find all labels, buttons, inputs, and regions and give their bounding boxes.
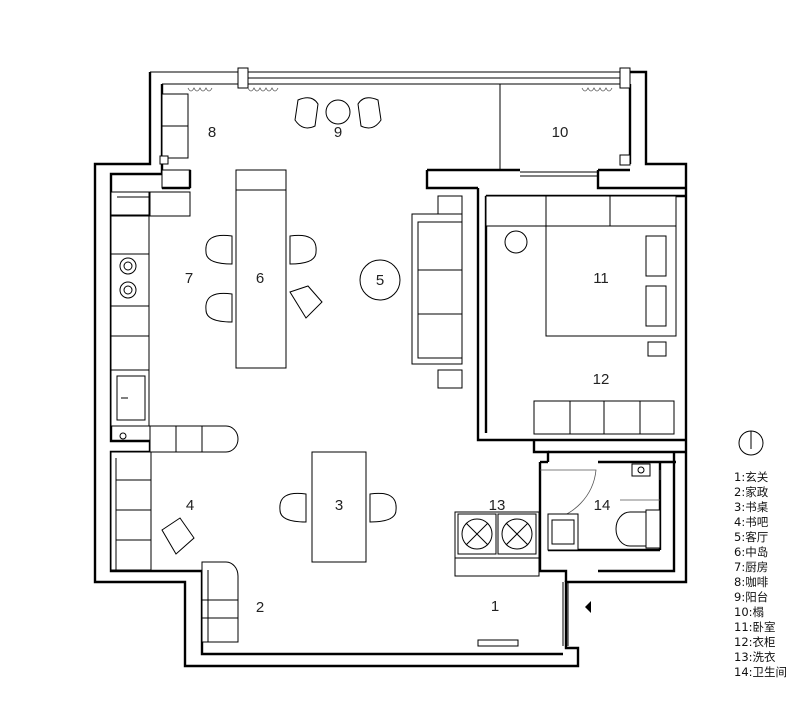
legend-item: 3:书桌 xyxy=(734,500,769,514)
laundry xyxy=(454,511,540,577)
room-number-6: 6 xyxy=(256,270,264,287)
legend: 1:玄关 2:家政 3:书桌 4:书吧 5:客厅 6:中岛 7:厨房 8:咖啡 … xyxy=(734,470,787,679)
legend-item: 5:客厅 xyxy=(734,530,768,544)
legend-item: 11:卧室 xyxy=(734,620,776,634)
room-number-12: 12 xyxy=(593,371,610,388)
kitchen xyxy=(110,93,239,453)
legend-item: 14:卫生间 xyxy=(734,665,787,679)
legend-item: 2:家政 xyxy=(734,485,769,499)
legend-item: 8:咖啡 xyxy=(734,575,769,589)
room-number-10: 10 xyxy=(552,124,569,141)
bathroom xyxy=(538,460,676,558)
room-number-13: 13 xyxy=(489,497,506,514)
room-numbers: 1 2 3 4 5 6 7 8 9 10 11 12 13 14 xyxy=(185,124,611,616)
legend-item: 12:衣柜 xyxy=(734,635,776,649)
island xyxy=(205,169,323,369)
legend-item: 10:榻 xyxy=(734,605,764,619)
bedroom-walls xyxy=(476,188,686,462)
legend-item: 1:玄关 xyxy=(734,470,769,484)
entry xyxy=(477,582,569,647)
housekeeping xyxy=(201,561,239,643)
legend-item: 9:阳台 xyxy=(734,590,768,604)
curtains xyxy=(187,87,613,92)
room-number-9: 9 xyxy=(334,124,342,141)
room-number-7: 7 xyxy=(185,270,193,287)
room-number-14: 14 xyxy=(594,497,611,514)
room-number-4: 4 xyxy=(186,497,194,514)
entrance-arrow-icon xyxy=(585,601,591,613)
legend-item: 13:洗衣 xyxy=(734,650,776,664)
room-number-8: 8 xyxy=(208,124,216,141)
living xyxy=(359,195,463,389)
room-number-3: 3 xyxy=(335,497,343,514)
book-bar xyxy=(110,451,195,571)
room-number-5: 5 xyxy=(376,272,384,289)
balcony-furniture xyxy=(294,97,382,129)
outer-walls xyxy=(93,67,688,668)
room-number-2: 2 xyxy=(256,599,264,616)
legend-item: 4:书吧 xyxy=(734,515,769,529)
legend-item: 7:厨房 xyxy=(734,560,768,574)
north-arrow-icon xyxy=(738,430,764,456)
desk xyxy=(279,451,397,563)
legend-item: 6:中岛 xyxy=(734,545,768,559)
room-number-11: 11 xyxy=(593,270,609,287)
room-number-1: 1 xyxy=(491,598,499,615)
